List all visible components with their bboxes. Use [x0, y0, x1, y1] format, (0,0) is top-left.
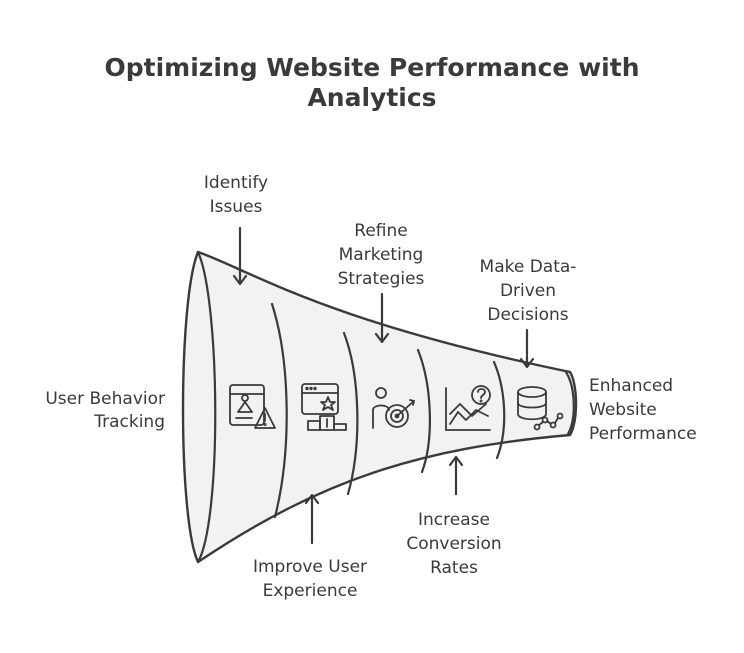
stage-5-label-line-3: Decisions: [487, 305, 568, 325]
stage-3-label-line-1: Refine: [354, 221, 407, 241]
segment-divider-3: [416, 348, 431, 474]
person-target-icon: [372, 387, 415, 429]
stage-4-label-line-3: Rates: [430, 558, 478, 578]
stage-4-label-line-2: Conversion: [406, 534, 501, 554]
stage-1-label-line-2: Issues: [210, 197, 263, 217]
end-label-line-3: Performance: [589, 424, 697, 444]
arrow-improve-ux: [304, 493, 320, 545]
arrow-increase-conversion: [448, 455, 464, 496]
start-label-line-1: User Behavior: [45, 389, 165, 409]
stage-1-label-line-1: Identify: [204, 173, 268, 193]
stage-4-label-line-1: Increase: [418, 510, 490, 530]
stage-5-label-line-1: Make Data-: [480, 257, 577, 277]
database-network-icon: [517, 386, 564, 431]
segment-divider-1: [270, 302, 288, 519]
website-podium-icon: [301, 383, 347, 431]
segment-divider-4: [492, 360, 506, 460]
arrow-make-data-driven: [519, 328, 535, 369]
arrow-identify-issues: [232, 226, 248, 286]
trend-question-icon: [445, 385, 491, 431]
start-label-line-2: Tracking: [93, 412, 165, 432]
end-label-line-1: Enhanced: [589, 376, 673, 396]
warning-chart-icon: [229, 384, 276, 429]
funnel-opening: [196, 250, 217, 564]
arrow-refine-marketing: [374, 292, 390, 344]
stage-3-label-line-2: Marketing: [339, 245, 424, 265]
segment-divider-5: [564, 370, 575, 436]
stage-2-label-line-2: Experience: [263, 581, 358, 601]
segment-divider-2: [342, 331, 359, 496]
stage-5-label-line-2: Driven: [500, 281, 556, 301]
stage-2-label-line-1: Improve User: [253, 557, 367, 577]
stage-3-label-line-3: Strategies: [338, 269, 425, 289]
diagram-title-line-1: Optimizing Website Performance with: [105, 53, 640, 82]
diagram-title-line-2: Analytics: [307, 83, 436, 112]
end-label-line-2: Website: [589, 400, 657, 420]
